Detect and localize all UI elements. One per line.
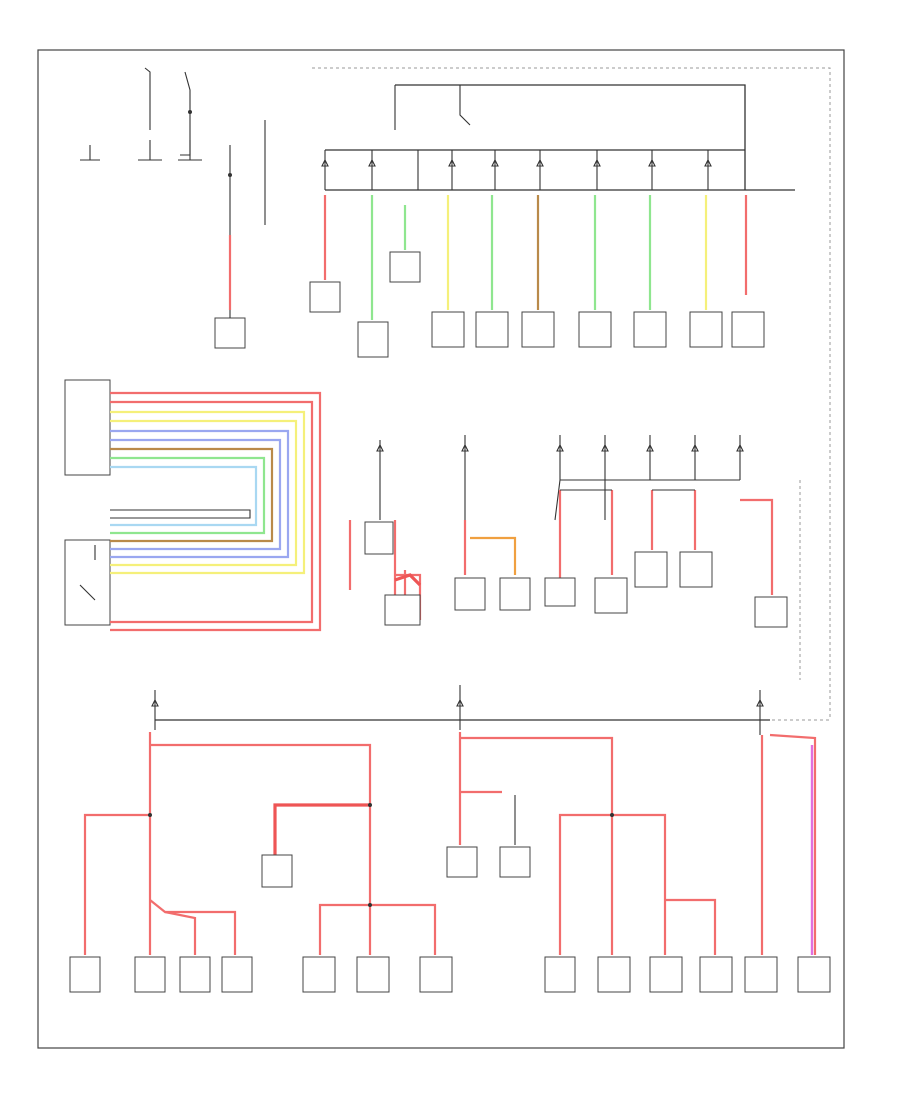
- bottom-right-branch: [760, 733, 817, 955]
- middle-row-fuses: [348, 435, 774, 620]
- fuse-markers: [151, 158, 764, 707]
- middle-row-components: [364, 521, 788, 628]
- connector-left-upper: [214, 317, 246, 349]
- top-feed-vertical: [395, 84, 746, 190]
- top-row-components: [309, 251, 765, 358]
- top-row-drops: [323, 195, 748, 320]
- left-harness: [64, 379, 322, 632]
- bottom-middle-branch: [458, 732, 717, 955]
- module-boundary: [312, 67, 831, 720]
- top-left-relays: [80, 67, 266, 250]
- bottom-left-branch: [83, 732, 437, 955]
- bottom-row-components: [69, 846, 831, 993]
- diagram-frame: [37, 49, 845, 1049]
